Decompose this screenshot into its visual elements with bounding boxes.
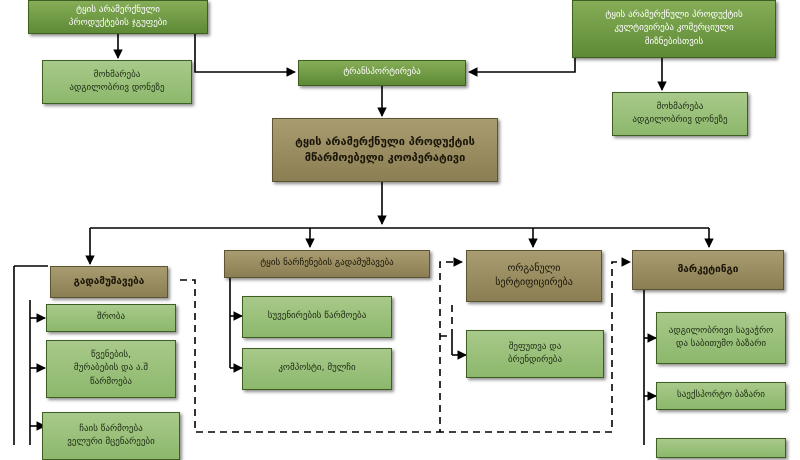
souvenirs-box: სუვენირების წარმოება — [242, 296, 392, 338]
local-use-left-box: მოხმარება ადგილობრივ დონეზე — [42, 60, 192, 104]
local-use-right-box: მოხმარება ადგილობრივ დონეზე — [612, 92, 748, 136]
drying-box: შრობა — [46, 304, 176, 332]
dashed-processing-to-certification — [180, 257, 463, 433]
local-market-box: ადგილობრივი სავაჭრო და საბითუმო ბაზარი — [656, 312, 786, 364]
jams-box: წვენების, მურაბების და ა.შ წარმოება — [46, 340, 176, 398]
packaging-branding-box: შეფუთვა და ბრენდირება — [466, 330, 604, 378]
nwfp-cultivation-box: ტყის არამერქნული პროდუქტის კულტივირება კ… — [572, 0, 776, 58]
cooperative-box: ტყის არამერქნული პროდუქტის მწარმოებელი კ… — [272, 118, 498, 182]
market-box-partial — [656, 438, 786, 458]
dashed-certification-to-marketing — [440, 300, 453, 337]
dashed-to-marketing — [440, 300, 613, 433]
compost-box: კომპოსტი, მულჩი — [242, 348, 392, 390]
tea-box: ჩაის წარმოება ველური მცენარეები — [42, 412, 180, 460]
organic-certification-box: ორგანული სერტიფიცირება — [466, 250, 602, 302]
arrow-group-to-transport — [194, 18, 296, 77]
processing-box: გადამუშავება — [50, 266, 168, 298]
export-market-box: საექსპორტო ბაზარი — [656, 382, 786, 410]
marketing-box: მარკეტინგი — [632, 250, 784, 290]
arrow-cultivation-to-transport — [468, 36, 576, 77]
nwfp-products-group-box: ტყის არამერქნული პროდუქტების ჯგუფები — [28, 0, 208, 34]
wood-residue-processing-box: ტყის ნარჩენების გადამუშავება — [224, 250, 430, 278]
connector-lines — [13, 18, 714, 445]
transportation-box: ტრანსპორტირება — [298, 60, 466, 86]
